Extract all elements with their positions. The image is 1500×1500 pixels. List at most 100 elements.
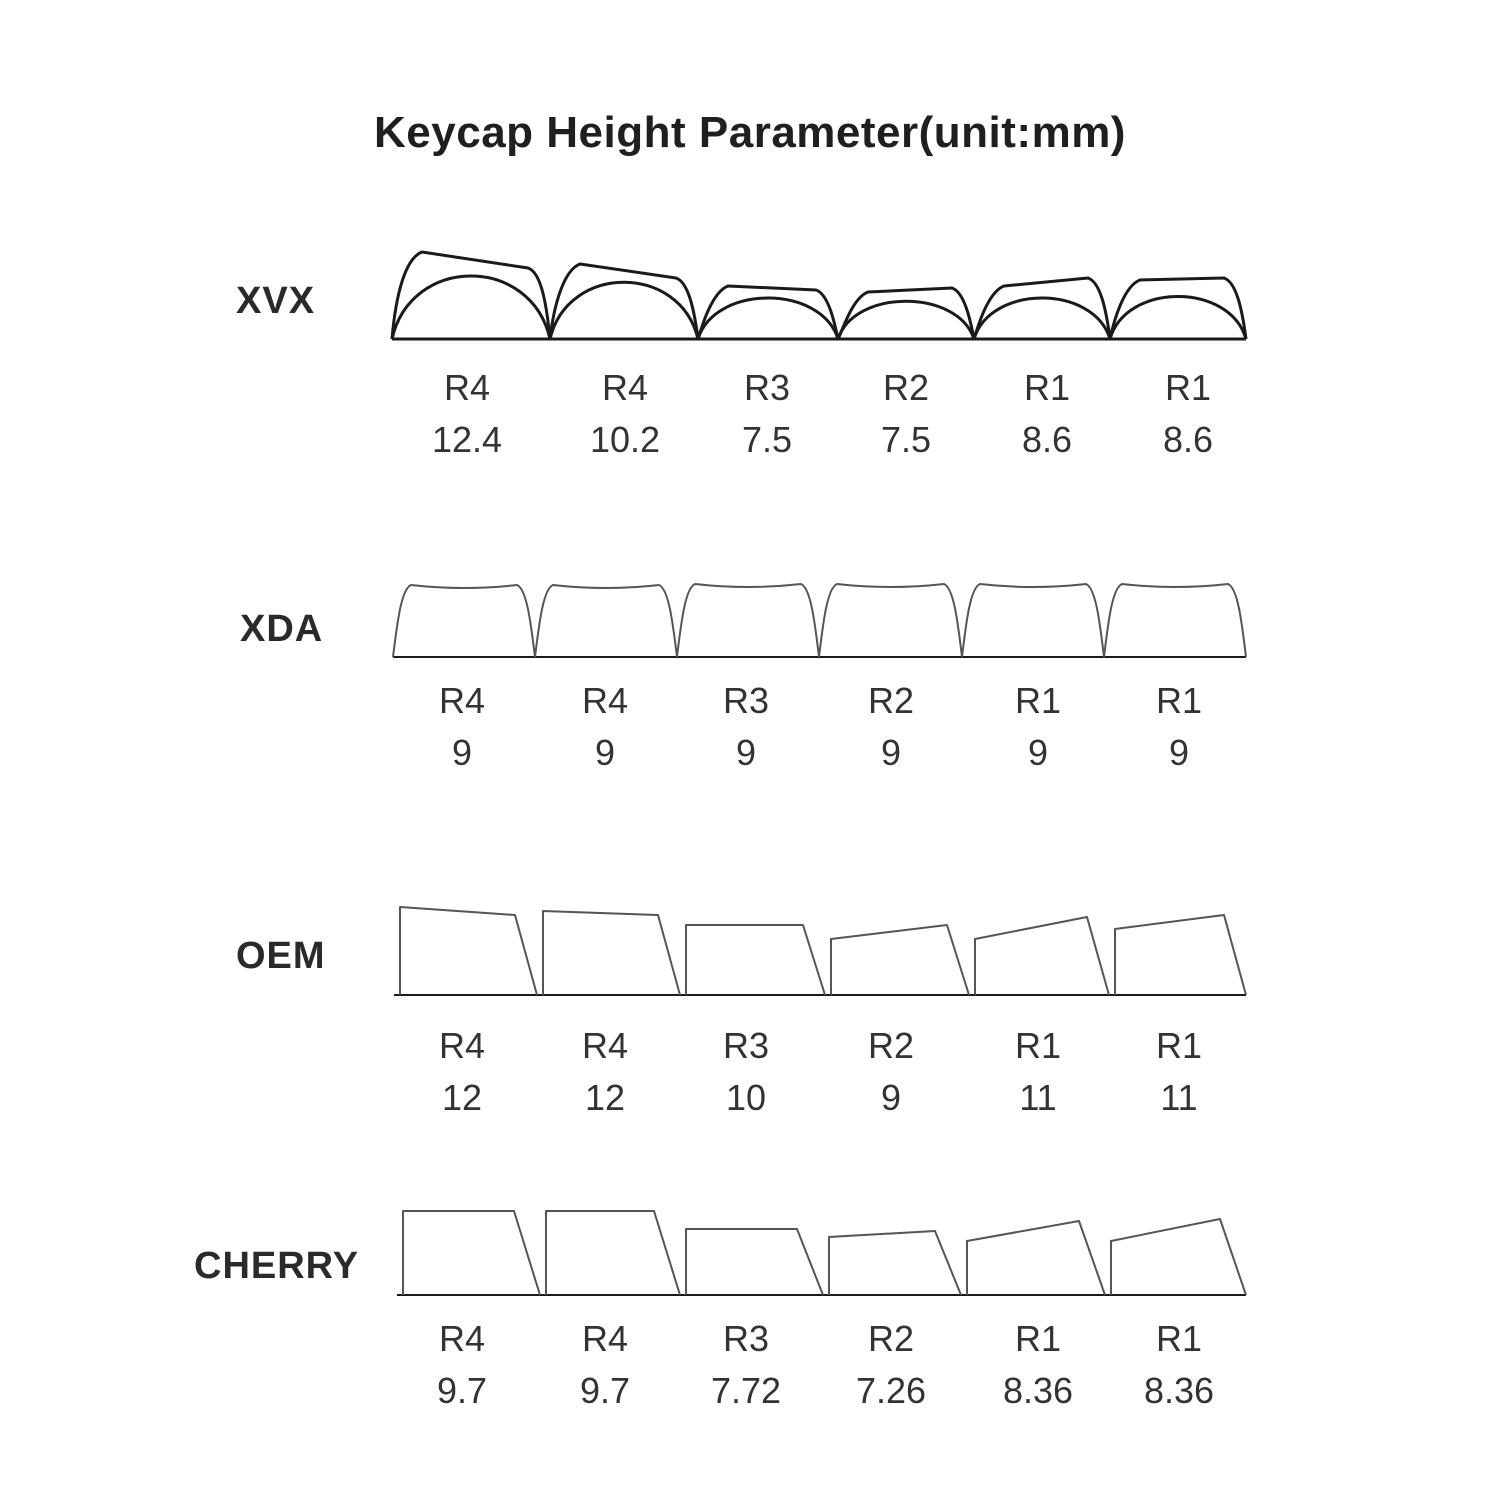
keycap-outline [818, 583, 963, 658]
key-height: 7.26 [855, 1370, 927, 1411]
key-height: 8.6 [1162, 419, 1214, 460]
key-label: R4 10.2 [555, 362, 695, 466]
keycap-outline [685, 924, 826, 996]
keycap-profile-drawing [397, 1210, 1247, 1296]
keycap-outline [828, 1230, 962, 1296]
key-height: 10.2 [589, 419, 661, 460]
profile-name: OEM [236, 935, 326, 977]
key-height: 12 [441, 1077, 483, 1118]
key-height: 9 [735, 732, 757, 773]
key-row: R3 [722, 1025, 770, 1066]
key-row: R3 [743, 367, 791, 408]
key-height: 7.5 [880, 419, 932, 460]
key-row: R1 [1155, 680, 1203, 721]
key-height: 11 [1019, 1077, 1057, 1118]
key-row: R4 [581, 1025, 629, 1066]
keycap-outline [545, 1210, 681, 1296]
keycap-outline [542, 910, 681, 996]
keycap-outline [534, 584, 678, 658]
key-height: 12.4 [431, 419, 503, 460]
keycap-dome [1108, 295, 1248, 340]
key-row: R4 [601, 367, 649, 408]
key-height: 9.7 [579, 1370, 631, 1411]
diagram-title: Keycap Height Parameter(unit:mm) [374, 108, 1126, 157]
key-label: R3 7.72 [676, 1313, 816, 1417]
key-row: R4 [443, 367, 491, 408]
keycap-dome [548, 280, 700, 340]
key-height: 9.7 [436, 1370, 488, 1411]
key-height: 9 [880, 732, 902, 773]
key-height: 8.36 [1143, 1370, 1215, 1411]
keycap-dome [696, 296, 840, 340]
key-row: R2 [867, 680, 915, 721]
key-row: R2 [867, 1318, 915, 1359]
key-height: 9 [451, 732, 473, 773]
key-row: R3 [722, 1318, 770, 1359]
key-height: 7.5 [741, 419, 793, 460]
key-row: R2 [882, 367, 930, 408]
keycap-profile-drawing [392, 583, 1247, 658]
profile-name: CHERRY [194, 1245, 360, 1287]
key-label: R4 12.4 [397, 362, 537, 466]
key-row: R2 [867, 1025, 915, 1066]
key-label: R1 8.36 [1109, 1313, 1249, 1417]
keycap-outline [966, 1220, 1106, 1296]
keycap-outline [390, 250, 552, 340]
keycap-outline [1114, 914, 1247, 996]
key-height: 8.6 [1021, 419, 1073, 460]
keycap-outline [972, 276, 1112, 340]
keycap-outline [392, 584, 536, 658]
key-height: 11 [1160, 1077, 1198, 1118]
key-row: R1 [1023, 367, 1071, 408]
keycap-outline [830, 924, 970, 996]
keycap-outline [676, 583, 820, 658]
key-row: R1 [1155, 1025, 1203, 1066]
profile-name: XDA [240, 608, 324, 650]
key-label: R1 8.36 [968, 1313, 1108, 1417]
key-row: R3 [722, 680, 770, 721]
key-height: 9 [594, 732, 616, 773]
keycap-dome [390, 274, 552, 340]
key-row: R4 [438, 1318, 486, 1359]
key-row: R1 [1014, 1318, 1062, 1359]
profile-name: XVX [236, 280, 316, 322]
keycap-outline [402, 1210, 541, 1296]
key-row: R1 [1155, 1318, 1203, 1359]
keycap-profile-drawing [394, 906, 1247, 996]
key-row: R1 [1164, 367, 1212, 408]
key-row: R1 [1014, 680, 1062, 721]
key-row: R4 [438, 1025, 486, 1066]
keycap-outline [1108, 276, 1248, 340]
keycap-outline [1103, 583, 1247, 658]
key-height: 9 [880, 1077, 902, 1118]
key-height: 9 [1168, 732, 1190, 773]
keycap-profile-drawing [390, 250, 1248, 341]
keycap-outline [548, 262, 700, 340]
keycap-outline [696, 284, 840, 340]
key-row: R4 [581, 1318, 629, 1359]
key-height: 12 [584, 1077, 626, 1118]
key-height: 7.72 [710, 1370, 782, 1411]
key-row: R4 [581, 680, 629, 721]
key-height: 8.36 [1002, 1370, 1074, 1411]
